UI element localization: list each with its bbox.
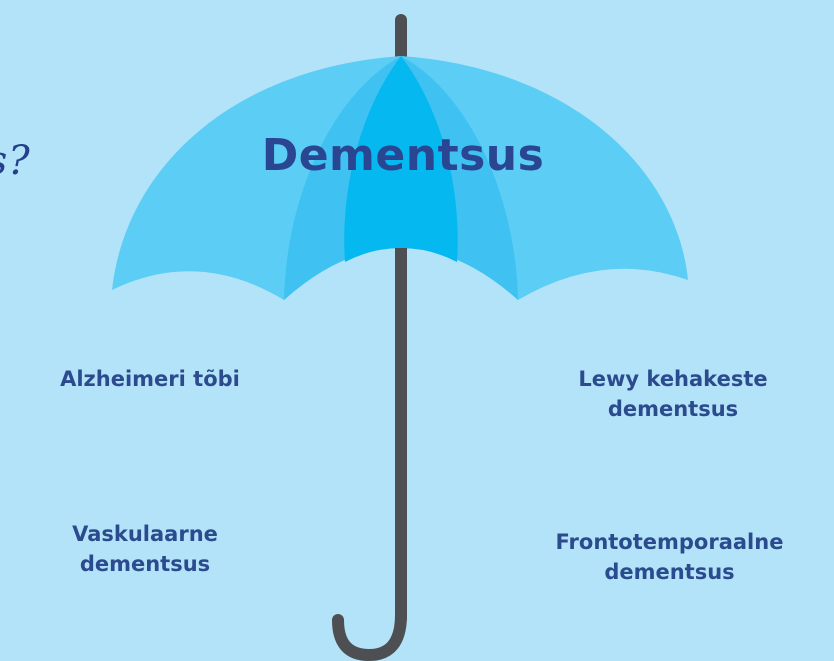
- type-label-frontotemporal: Frontotemporaalne dementsus: [505, 527, 834, 587]
- type-label-line: Frontotemporaalne: [505, 527, 834, 557]
- type-label-line: dementsus: [528, 394, 818, 424]
- page-title-fragment: us?: [0, 138, 31, 184]
- type-label-lewy: Lewy kehakeste dementsus: [528, 364, 818, 424]
- umbrella-label: Dementsus: [248, 130, 558, 181]
- type-label-line: Alzheimeri tõbi: [20, 364, 280, 394]
- type-label-line: Lewy kehakeste: [528, 364, 818, 394]
- type-label-line: dementsus: [20, 549, 270, 579]
- type-label-vascular: Vaskulaarne dementsus: [20, 519, 270, 579]
- type-label-line: dementsus: [505, 557, 834, 587]
- type-label-line: Vaskulaarne: [20, 519, 270, 549]
- umbrella-handle: [338, 615, 401, 655]
- type-label-alzheimer: Alzheimeri tõbi: [20, 364, 280, 394]
